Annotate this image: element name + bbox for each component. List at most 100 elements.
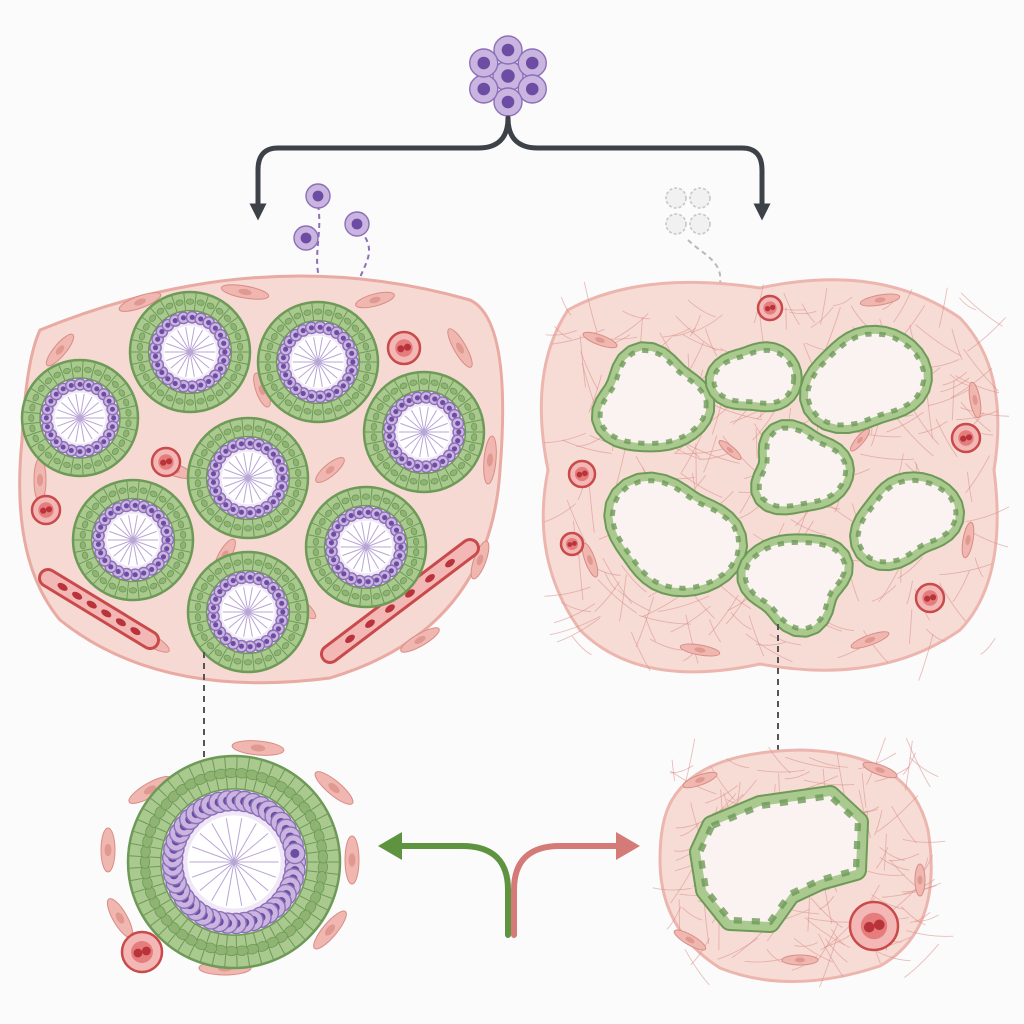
stromal-fiber [709,619,722,643]
stromal-fiber [902,838,946,843]
stromal-fiber [730,611,752,630]
stromal-fiber [915,324,962,357]
stromal-fiber [980,637,996,655]
epithelial-cord [849,471,965,572]
stromal-fiber [662,327,691,338]
seminiferous-tubules [20,290,486,674]
stromal-fiber [863,630,889,663]
migrating-germ-cell-icon [344,211,370,237]
stromal-fiber [790,519,827,536]
stromal-fiber [670,605,711,633]
stromal-fiber [604,571,617,591]
stromal-fiber [959,297,977,311]
cord-nuclei [597,347,709,446]
stromal-fiber [630,631,651,672]
germ-cell [92,537,105,551]
stromal-fiber [803,779,855,786]
stromal-fiber [891,805,917,844]
blood-vessel [150,446,182,478]
ovary-fate-arrowhead [616,832,640,860]
stromal-fiber [687,299,716,318]
stromal-fiber [860,453,915,460]
stromal-fiber [819,937,838,988]
stromal-fiber [748,615,765,657]
stromal-fiber [861,773,867,808]
germ-cell [345,346,359,360]
stromal-fiber [810,306,834,328]
stromal-fiber [784,770,810,780]
epithelial-cord [799,324,933,434]
stromal-fiber [871,894,905,910]
cord-lumen [713,350,794,404]
germ-cell [106,403,119,416]
seminiferous-tubule [126,754,342,970]
cord-lumen [858,480,956,563]
stromal-fiber [817,924,839,961]
stromal-fiber [583,281,598,332]
cord-lumen [612,480,739,589]
stromal-fiber [617,589,651,612]
blood-vessels [559,294,982,614]
stromal-fiber [783,292,800,325]
blood-vessel [30,494,62,526]
stromal-fiber [689,314,701,337]
stromal-fiber [911,407,940,445]
stromal-fiber [960,407,1010,417]
stromal-fiber [544,586,591,597]
epithelial-cord [704,341,803,413]
testis-fate-arrowhead [378,832,402,860]
blood-vessels [30,330,480,664]
cord-lumen [759,428,846,507]
stromal-fiber [935,418,958,458]
testis-cross-section [18,274,505,685]
stromal-fiber [876,951,911,962]
blood-vessel [567,459,597,489]
stromal-fiber [671,327,697,337]
stromal-fiber [579,335,586,388]
stromal-fiber [710,766,735,801]
stromal-fiber [684,948,710,986]
stromal-fiber [952,570,970,603]
epithelial-cord [689,785,869,933]
stromal-fiber [914,914,939,922]
stromal-fiber [695,443,697,484]
epithelial-cord [603,471,748,598]
stromal-fiber [769,633,802,646]
stromal-fiber [652,887,692,891]
stromal-fiber [745,633,793,663]
disorganized-cross-section [539,278,1010,681]
stromal-fiber [893,288,913,323]
absent-germ-cell-icon [665,187,687,209]
stromal-fiber [910,911,931,923]
stromal-fiber [619,574,627,622]
cord-nuclei [696,792,862,926]
stromal-fiber [918,633,934,681]
stromal-fiber [965,455,990,494]
stromal-fiber [752,408,777,441]
stromal-fiber [830,928,846,946]
stromal-fiber [965,506,1010,523]
blood-vessel [848,900,900,952]
stromal-fiber [556,617,601,643]
stromal-fiber [940,377,970,393]
stromal-fiber [757,769,805,773]
stromal-fiber [900,906,926,926]
stromal-fiber [756,641,786,646]
cord-nuclei [855,477,959,565]
stromal-fiber [658,595,710,613]
germ-cell-cluster-icon [469,35,547,117]
stromal-fiber [666,906,682,930]
branch-arrow [249,115,771,221]
stromal-fiber [597,579,638,614]
absent-germ-cell-icon [689,213,711,235]
stromal-fiber [897,556,923,579]
stromal-fiber [622,310,651,320]
ovary-fate-arrow [511,843,619,938]
stromal-fiber [960,401,992,432]
stromal-fiber [825,938,848,963]
fate-arrows [378,832,640,938]
stromal-fiber [875,847,889,869]
stromal-fiber [675,820,705,829]
stromal-fiber [809,757,848,768]
stromal-fiber [705,328,718,357]
